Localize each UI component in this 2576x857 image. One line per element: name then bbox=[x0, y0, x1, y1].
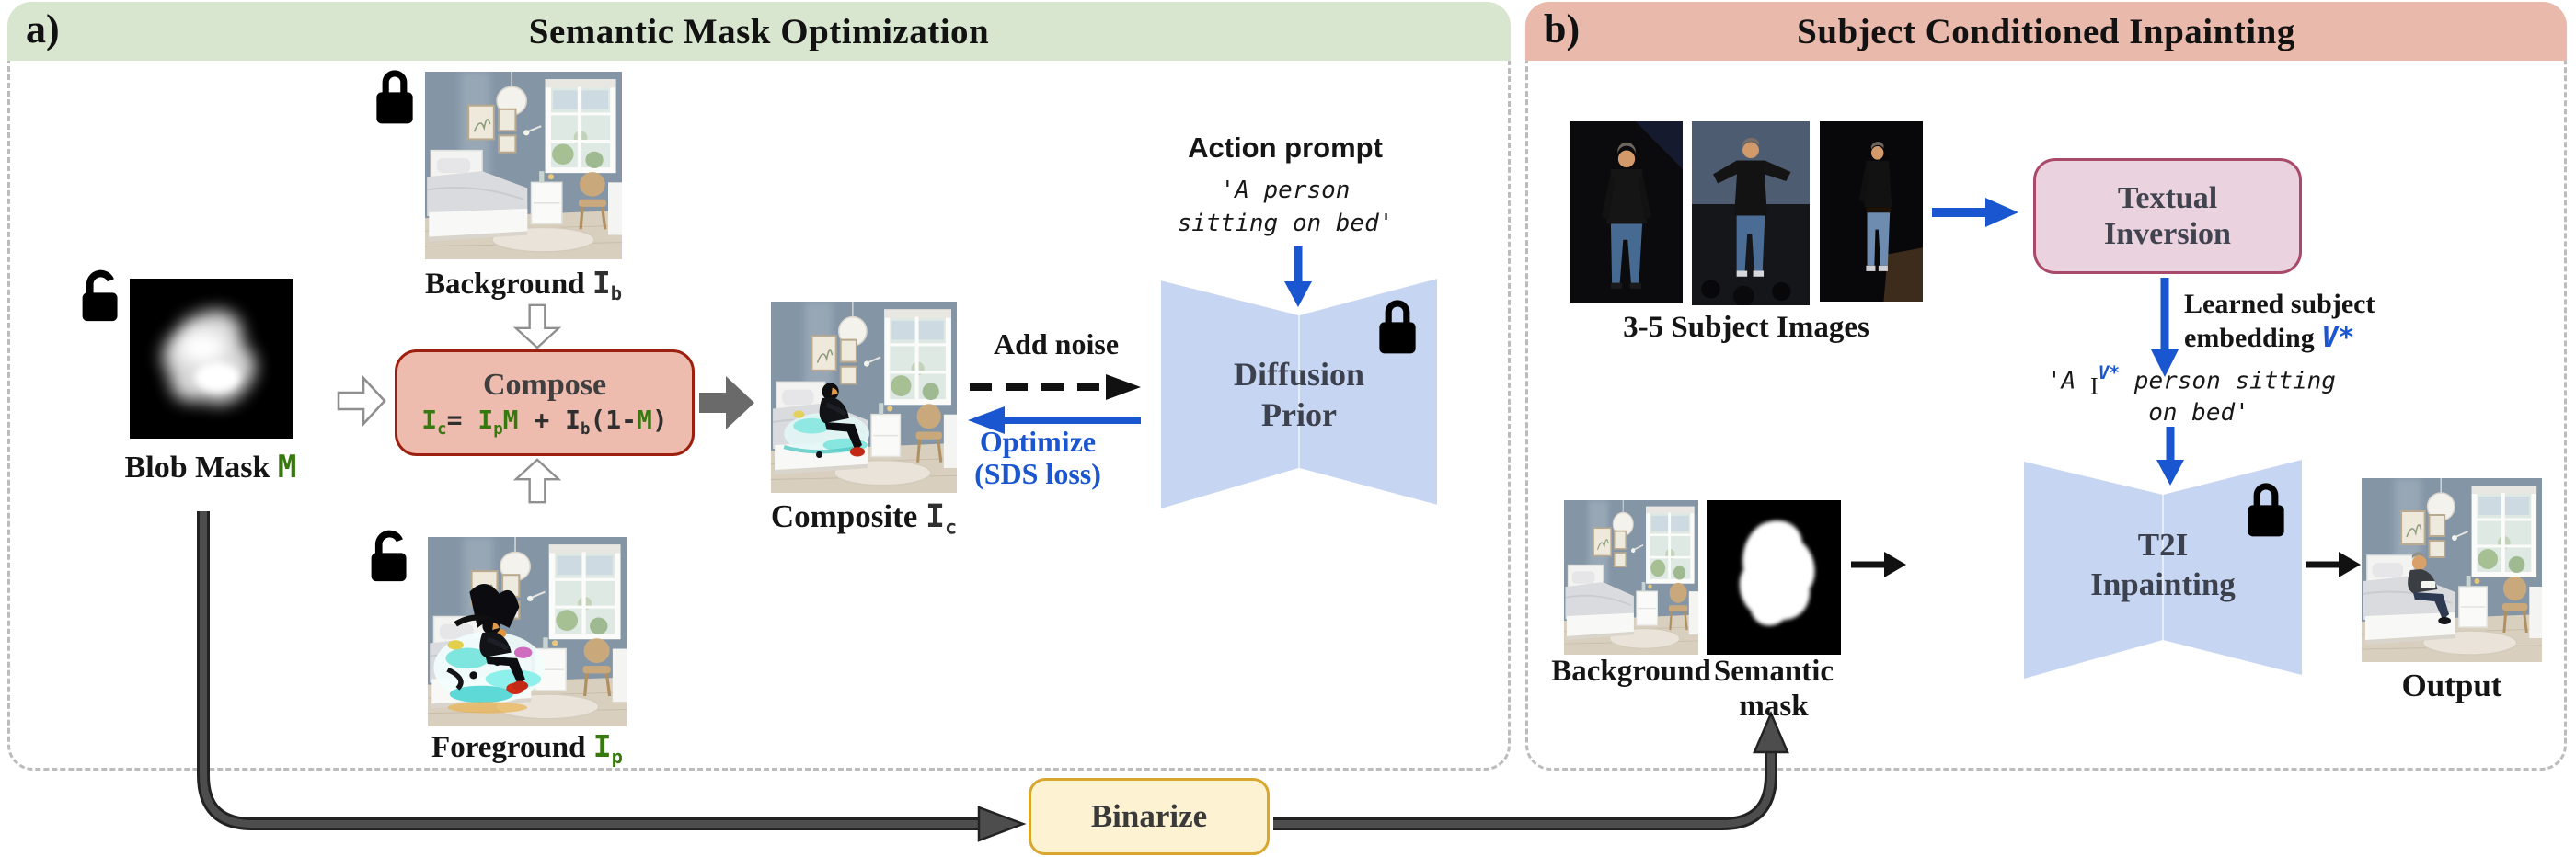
panel-a-header: a) Semantic Mask Optimization bbox=[7, 2, 1511, 61]
background-label-a: Background Ib bbox=[424, 265, 623, 305]
panel-b-title: Subject Conditioned Inpainting bbox=[1797, 11, 2295, 51]
prompt-to-t2i-arrow bbox=[2153, 425, 2188, 487]
blob-mask-label: Blob Mask M bbox=[124, 449, 297, 486]
sds-loss-label: (SDS loss) bbox=[974, 457, 1101, 490]
add-noise-label: Add noise bbox=[993, 327, 1120, 360]
foreground-label: Foreground Ip bbox=[431, 728, 623, 769]
semantic-mask-label-line1: Semantic bbox=[1713, 655, 1834, 688]
foreground-to-compose-arrow bbox=[512, 458, 563, 504]
composite-label: Composite Ic bbox=[770, 498, 958, 540]
background-label-b: Background bbox=[1551, 655, 1711, 688]
compose-to-composite-arrow bbox=[697, 373, 758, 432]
background-image-a bbox=[425, 72, 622, 259]
panel-a-tag: a) bbox=[26, 6, 60, 51]
subject-images-label: 3-5 Subject Images bbox=[1623, 311, 1869, 344]
compose-title: Compose bbox=[482, 367, 607, 402]
subject-image-2 bbox=[1692, 121, 1810, 305]
binarize-label: Binarize bbox=[1090, 797, 1208, 834]
add-noise-arrow bbox=[966, 371, 1143, 403]
subject-image-3 bbox=[1820, 121, 1923, 302]
learned-embedding-line2: embedding V* bbox=[2184, 322, 2355, 354]
subject-prompt-line1: 'A IV* person sitting bbox=[2047, 362, 2336, 400]
panel-b-tag: b) bbox=[1544, 6, 1581, 51]
learned-embedding-line1: Learned subject bbox=[2184, 289, 2375, 319]
subject-image-1 bbox=[1570, 121, 1683, 303]
lock-closed-icon bbox=[372, 64, 418, 127]
background-image-b bbox=[1564, 500, 1698, 655]
diffusion-prior-label: Diffusion Prior bbox=[1233, 356, 1365, 433]
textual-inversion-label: Textual Inversion bbox=[2104, 180, 2231, 251]
compose-formula: Ic= IpM + Ib(1-M) bbox=[421, 405, 668, 440]
optimize-label: Optimize bbox=[979, 425, 1097, 458]
t2i-inpainting-label: T2I Inpainting bbox=[2090, 527, 2236, 602]
optimize-arrow bbox=[966, 405, 1143, 436]
foreground-image bbox=[428, 537, 627, 726]
ti-to-embedding-arrow bbox=[2147, 276, 2182, 379]
mask-to-t2i-arrow bbox=[1849, 550, 1908, 579]
binarize-box: Binarize bbox=[1029, 778, 1270, 855]
compose-box: Compose Ic= IpM + Ib(1-M) bbox=[395, 349, 695, 456]
lock-open-icon bbox=[368, 528, 420, 585]
panel-b-header: b) Subject Conditioned Inpainting bbox=[1525, 2, 2567, 61]
t2i-to-output-arrow bbox=[2304, 550, 2363, 579]
background-to-compose-arrow bbox=[512, 303, 563, 349]
action-prompt-title: Action prompt bbox=[1188, 131, 1383, 164]
action-prompt-line2: sitting on bed' bbox=[1177, 210, 1394, 237]
panel-a-title: Semantic Mask Optimization bbox=[528, 11, 990, 51]
output-label: Output bbox=[2401, 668, 2502, 703]
subjects-to-ti-arrow bbox=[1930, 195, 2020, 230]
semantic-mask-image bbox=[1707, 500, 1841, 655]
textual-inversion-box: Textual Inversion bbox=[2033, 158, 2302, 274]
prompt-to-prior-arrow bbox=[1281, 245, 1316, 309]
subject-prompt-line2: on bed' bbox=[2148, 399, 2249, 427]
output-image bbox=[2362, 478, 2542, 662]
lock-open-icon bbox=[79, 268, 131, 325]
action-prompt-line1: 'A person bbox=[1220, 177, 1351, 204]
semantic-mask-label-line2: mask bbox=[1739, 690, 1809, 723]
blob-mask-image bbox=[130, 279, 293, 439]
blob-to-compose-arrow bbox=[337, 373, 386, 428]
lock-closed-icon bbox=[1374, 293, 1420, 358]
